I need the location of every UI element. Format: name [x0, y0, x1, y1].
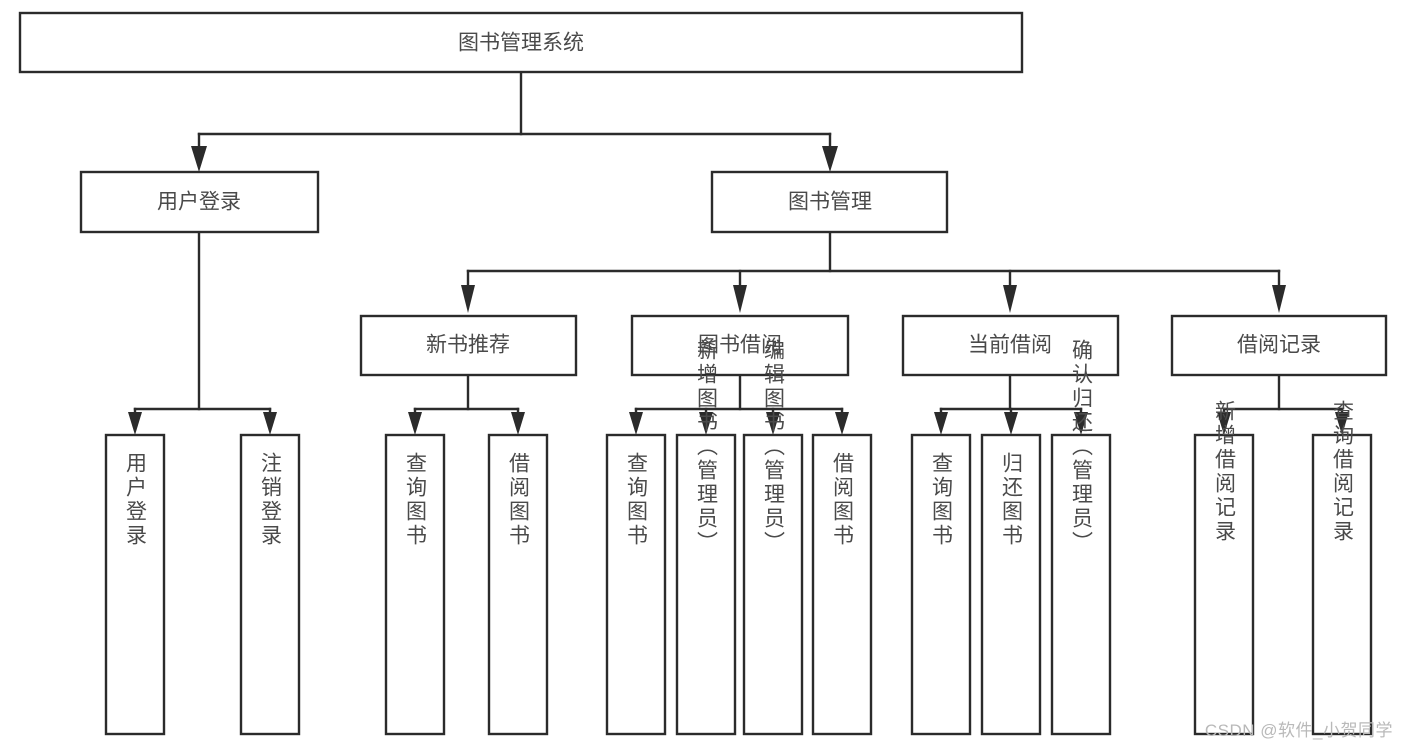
node-leaf-user-login-box[interactable] [104, 433, 166, 736]
node-leaf-query-book-2-label: 查询图书 [625, 452, 649, 548]
node-book-management-box[interactable] [710, 170, 949, 234]
node-root[interactable]: 图书管理系统 [18, 11, 1024, 74]
node-root-label: 图书管理系统 [458, 32, 584, 55]
node-leaf-query-book-3-label: 查询图书 [930, 452, 954, 548]
node-leaf-add-record[interactable]: 新增借阅记录 [1193, 400, 1255, 736]
node-leaf-borrow-book-2-label: 借阅图书 [831, 452, 855, 548]
node-leaf-add-record-box[interactable] [1193, 433, 1255, 736]
node-leaf-query-book-1[interactable]: 查询图书 [384, 433, 446, 736]
node-root-box[interactable] [18, 11, 1024, 74]
arrow-head-leaf-user-login [128, 412, 142, 435]
arrow-head-new-book-recommend [461, 285, 475, 313]
node-leaf-query-record-box[interactable] [1311, 433, 1373, 736]
arrow-head-leaf-query-record [1335, 412, 1349, 435]
node-leaf-borrow-book-1[interactable]: 借阅图书 [487, 433, 549, 736]
node-leaf-query-book-1-label: 查询图书 [404, 452, 428, 548]
node-leaf-borrow-book-1-box[interactable] [487, 433, 549, 736]
arrow-head-leaf-confirm-return [1074, 412, 1088, 435]
node-current-borrow[interactable]: 当前借阅 [901, 314, 1120, 377]
node-leaf-user-login-label: 用户登录 [124, 452, 148, 548]
arrow-head-leaf-edit-book [766, 412, 780, 435]
node-leaf-logout-login-label: 注销登录 [259, 452, 283, 548]
node-book-management-label: 图书管理 [788, 191, 872, 214]
node-leaf-confirm-return-box[interactable] [1050, 433, 1112, 736]
node-leaf-return-book-box[interactable] [980, 433, 1042, 736]
node-leaf-return-book[interactable]: 归还图书 [980, 433, 1042, 736]
node-leaf-edit-book-label: 编辑图书（管理员） [762, 339, 786, 555]
arrow-head-current-borrow [1003, 285, 1017, 313]
node-leaf-edit-book-box[interactable] [742, 433, 804, 736]
node-leaf-query-record[interactable]: 查询借阅记录 [1311, 400, 1373, 736]
arrow-head-leaf-add-book [699, 412, 713, 435]
arrow-head-book-borrow [733, 285, 747, 313]
connector-layer [128, 70, 1349, 435]
node-new-book-recommend-label: 新书推荐 [426, 334, 510, 357]
node-leaf-borrow-book-2-box[interactable] [811, 433, 873, 736]
node-borrow-record-label: 借阅记录 [1237, 334, 1321, 357]
node-leaf-confirm-return[interactable]: 确认归还（管理员） [1050, 339, 1112, 736]
node-book-borrow-box[interactable] [630, 314, 850, 377]
node-book-management[interactable]: 图书管理 [710, 170, 949, 234]
node-current-borrow-label: 当前借阅 [968, 334, 1052, 357]
arrow-head-leaf-query-book-2 [629, 412, 643, 435]
node-leaf-add-book[interactable]: 新增图书（管理员） [675, 339, 737, 736]
node-new-book-recommend-box[interactable] [359, 314, 578, 377]
arrow-head-leaf-borrow-book-1 [511, 412, 525, 435]
node-leaf-query-record-label: 查询借阅记录 [1331, 400, 1355, 544]
node-user-login-box[interactable] [79, 170, 320, 234]
node-leaf-edit-book[interactable]: 编辑图书（管理员） [742, 339, 804, 736]
node-user-login-label: 用户登录 [157, 191, 241, 214]
node-leaf-query-book-2[interactable]: 查询图书 [605, 433, 667, 736]
node-book-borrow[interactable]: 图书借阅 [630, 314, 850, 377]
arrow-head-borrow-record [1272, 285, 1286, 313]
node-current-borrow-box[interactable] [901, 314, 1120, 377]
arrow-head-leaf-add-record [1217, 412, 1231, 435]
node-leaf-query-book-3[interactable]: 查询图书 [910, 433, 972, 736]
node-leaf-logout-login[interactable]: 注销登录 [239, 433, 301, 736]
node-borrow-record-box[interactable] [1170, 314, 1388, 377]
node-user-login[interactable]: 用户登录 [79, 170, 320, 234]
node-leaf-query-book-2-box[interactable] [605, 433, 667, 736]
node-leaf-query-book-3-box[interactable] [910, 433, 972, 736]
node-leaf-add-book-label: 新增图书（管理员） [695, 339, 719, 555]
node-leaf-query-book-1-box[interactable] [384, 433, 446, 736]
arrow-head-leaf-query-book-1 [408, 412, 422, 435]
node-leaf-borrow-book-2[interactable]: 借阅图书 [811, 433, 873, 736]
arrow-head-leaf-borrow-book-2 [835, 412, 849, 435]
node-leaf-add-record-label: 新增借阅记录 [1213, 400, 1237, 544]
node-leaf-logout-login-box[interactable] [239, 433, 301, 736]
node-leaf-user-login[interactable]: 用户登录 [104, 433, 166, 736]
node-borrow-record[interactable]: 借阅记录 [1170, 314, 1388, 377]
node-book-borrow-label: 图书借阅 [698, 334, 782, 357]
arrow-head-user-login [191, 146, 207, 172]
arrow-head-leaf-logout-login [263, 412, 277, 435]
arrow-head-leaf-query-book-3 [934, 412, 948, 435]
node-leaf-confirm-return-label: 确认归还（管理员） [1070, 339, 1094, 555]
node-leaf-return-book-label: 归还图书 [1000, 452, 1024, 548]
node-new-book-recommend[interactable]: 新书推荐 [359, 314, 578, 377]
node-leaf-borrow-book-1-label: 借阅图书 [507, 452, 531, 548]
node-leaf-add-book-box[interactable] [675, 433, 737, 736]
arrow-head-book-management [822, 146, 838, 172]
arrow-head-leaf-return-book [1004, 412, 1018, 435]
